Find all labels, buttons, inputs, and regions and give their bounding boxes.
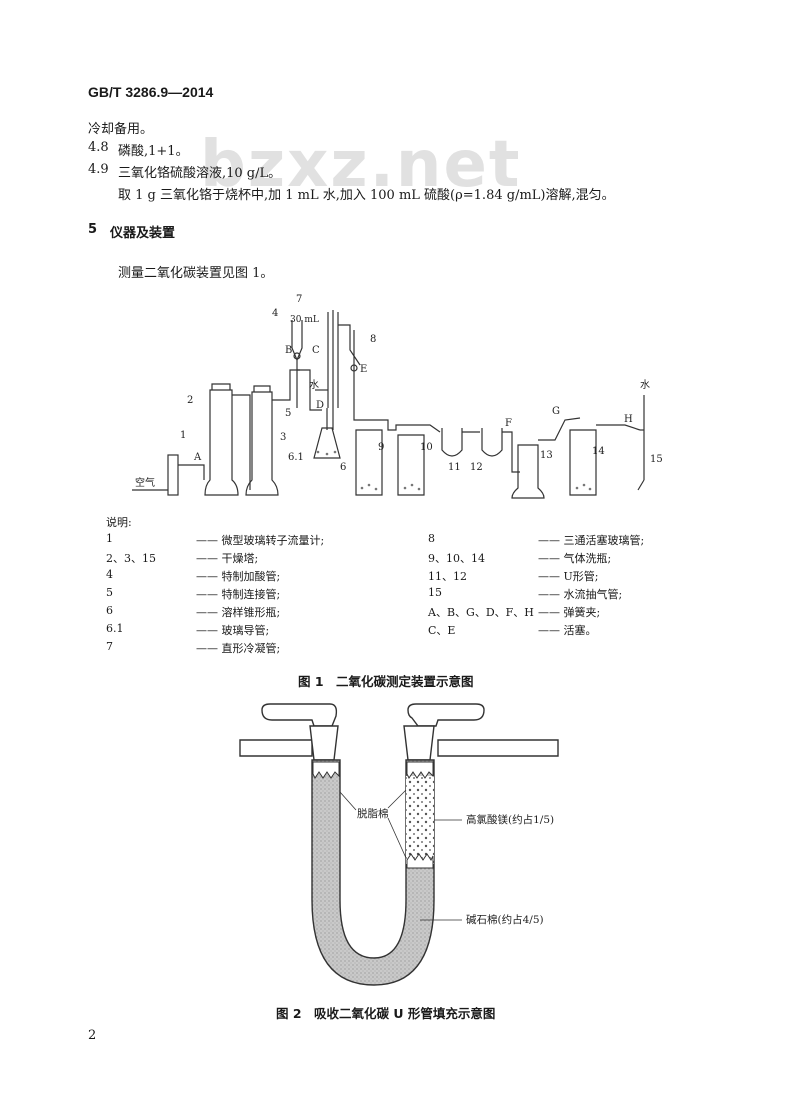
label-water-in: 水 <box>309 379 319 391</box>
label-6-1: 6.1 <box>288 452 304 463</box>
u-tube-11-shape <box>441 428 463 457</box>
label-magnesium-perchlorate: 高氯酸镁(约占1/5) <box>466 813 554 826</box>
drying-tower-2-shape <box>204 389 239 496</box>
label-2: 2 <box>187 395 193 406</box>
stand-arm-left-shape <box>239 739 313 757</box>
stopper-left-shape <box>309 725 339 761</box>
figure-2-u-tube-diagram: 脱脂棉 高氯酸镁(约占1/5) 碱石棉(约占4/5) <box>239 703 559 986</box>
figure-2-caption: 图 2 吸收二氧化碳 U 形管填充示意图 <box>276 1006 496 1021</box>
legend-num: C、E <box>428 624 456 637</box>
label-11: 11 <box>448 462 461 473</box>
legend-num: A、B、G、D、F、H <box>428 606 534 619</box>
label-10: 10 <box>420 442 433 453</box>
label-clamp-B: B <box>285 345 292 356</box>
standard-number: GB/T 3286.9—2014 <box>88 84 214 100</box>
condenser-shape <box>327 310 339 430</box>
stopcock-left-shape <box>261 703 338 727</box>
legend-text: —— 水流抽气管; <box>538 588 623 601</box>
u-tube-12-shape <box>481 428 503 457</box>
label-13: 13 <box>540 450 553 461</box>
label-14: 14 <box>592 446 605 457</box>
label-cotton-wool: 脱脂棉 <box>357 807 389 820</box>
clause-4-9-number: 4.9 <box>88 162 109 177</box>
legend-num: 11、12 <box>428 570 467 583</box>
label-air: 空气 <box>135 476 155 489</box>
legend-title: 说明: <box>106 516 132 529</box>
legend-num: 4 <box>106 568 113 581</box>
legend-text: —— 活塞。 <box>538 624 597 637</box>
perchlorate-fill-shape <box>406 776 434 864</box>
u-tube-body-shape <box>311 759 435 986</box>
cotton-left-top-shape <box>312 761 340 779</box>
section-5-number: 5 <box>88 222 98 237</box>
legend-text: —— 直形冷凝管; <box>196 642 281 655</box>
legend-num: 15 <box>428 586 442 599</box>
flowmeter-shape <box>167 454 179 496</box>
clause-4-9-text: 三氧化铬硫酸溶液,10 g/L。 <box>118 166 282 181</box>
legend-num: 9、10、14 <box>428 552 485 565</box>
label-12: 12 <box>470 462 483 473</box>
legend-text: —— 干燥塔; <box>196 552 259 565</box>
stand-arm-right-shape <box>437 739 559 757</box>
label-stopcock-C: C <box>312 345 320 356</box>
label-3: 3 <box>280 432 286 443</box>
clause-4-9-body: 取 1 g 三氧化铬于烧杯中,加 1 mL 水,加入 100 mL 硫酸(ρ=1… <box>118 188 615 203</box>
label-stopcock-E: E <box>360 364 367 375</box>
stopcock-right-shape <box>407 703 485 727</box>
label-6: 6 <box>340 462 346 473</box>
legend-text: —— 微型玻璃转子流量计; <box>196 534 325 547</box>
legend-num: 2、3、15 <box>106 552 156 565</box>
paragraph-continuation: 冷却备用。 <box>88 122 154 137</box>
legend-num: 1 <box>106 532 113 545</box>
cotton-right-top-shape <box>406 761 434 779</box>
drying-tower-3-shape <box>245 391 279 496</box>
label-7: 7 <box>296 294 302 305</box>
label-5: 5 <box>285 408 291 419</box>
label-clamp-H: H <box>624 414 633 425</box>
label-9: 9 <box>378 442 384 453</box>
legend-text: —— 特制加酸管; <box>196 570 281 583</box>
cotton-right-mid-shape <box>406 853 434 869</box>
legend-text: —— 溶样锥形瓶; <box>196 606 281 619</box>
label-clamp-G: G <box>552 406 560 417</box>
legend-num: 5 <box>106 586 113 599</box>
label-4: 4 <box>272 308 278 319</box>
label-1: 1 <box>180 430 186 441</box>
drying-bottle-13-shape <box>511 444 545 499</box>
clause-4-8-text: 磷酸,1+1。 <box>118 144 189 159</box>
label-15: 15 <box>650 454 663 465</box>
page-number: 2 <box>88 1028 97 1043</box>
clause-4-8-number: 4.8 <box>88 140 109 155</box>
figure-1-caption: 图 1 二氧化碳测定装置示意图 <box>298 674 474 689</box>
stopper-right-shape <box>403 725 435 761</box>
label-clamp-A: A <box>193 452 202 463</box>
label-clamp-D: D <box>316 400 324 411</box>
figure-1-apparatus-diagram: 1 2 3 4 5 6 6.1 7 8 9 10 11 12 13 14 15 … <box>132 294 663 499</box>
legend-text: —— 气体洗瓶; <box>538 552 612 565</box>
gas-bottle-10-shape <box>397 434 425 496</box>
legend-text: —— 特制连接管; <box>196 588 281 601</box>
conical-flask-shape <box>313 427 341 459</box>
gas-bottle-14-shape <box>569 429 597 496</box>
acid-addition-tube-shape <box>291 320 303 362</box>
legend-num: 6 <box>106 604 113 617</box>
legend-text: —— U形管; <box>538 570 599 583</box>
gas-bottle-9-shape <box>355 429 383 496</box>
label-water-aspirator: 水 <box>640 379 650 391</box>
legend-text: —— 三通活塞玻璃管; <box>538 534 645 547</box>
label-clamp-F: F <box>505 418 512 429</box>
legend-num: 7 <box>106 640 113 653</box>
section-5-title: 仪器及装置 <box>110 226 176 241</box>
legend-num: 8 <box>428 532 435 545</box>
legend-text: —— 玻璃导管; <box>196 624 270 637</box>
legend-text: —— 弹簧夹; <box>538 606 601 619</box>
legend-num: 6.1 <box>106 622 124 635</box>
label-30ml: 30 mL <box>290 315 319 325</box>
section-5-intro: 测量二氧化碳装置见图 1。 <box>118 266 274 281</box>
label-soda-asbestos: 碱石棉(约占4/5) <box>466 913 544 926</box>
label-8: 8 <box>370 334 376 345</box>
